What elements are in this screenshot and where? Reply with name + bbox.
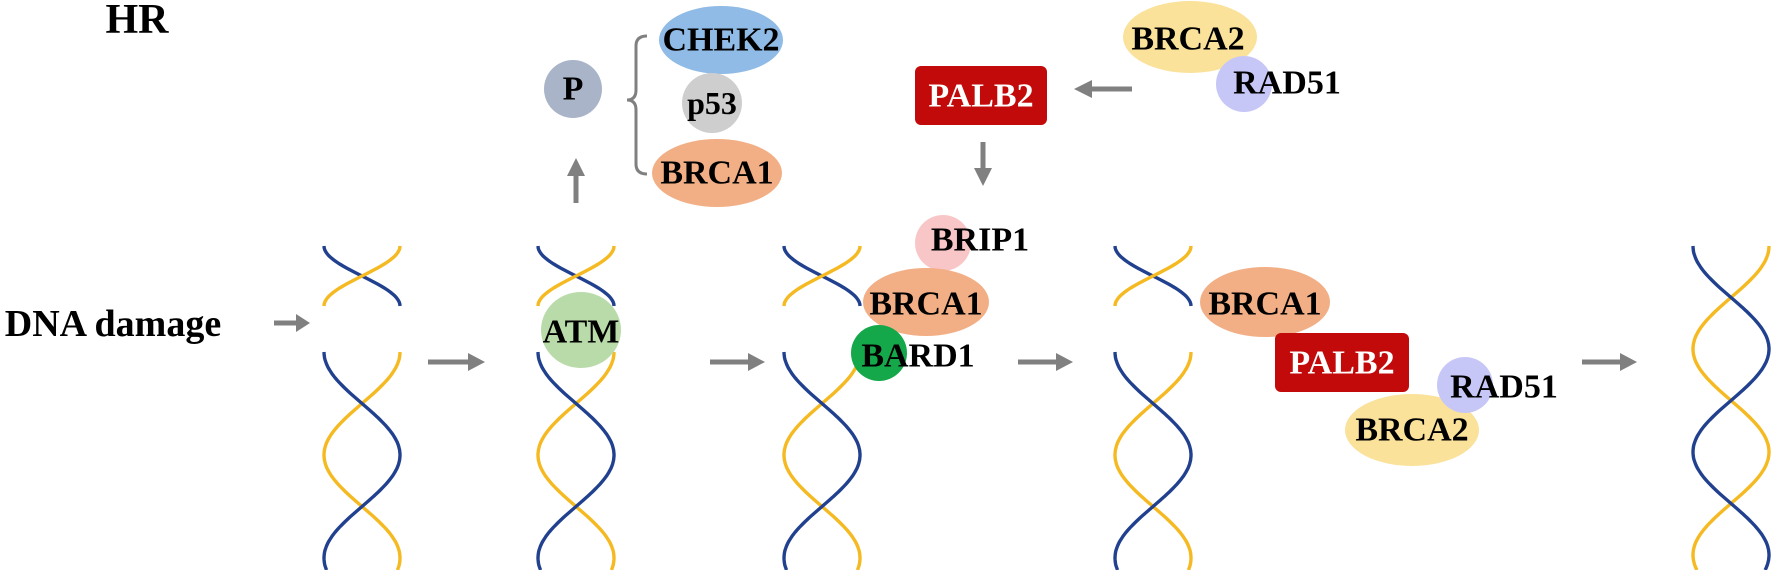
brca2-stage4-ellipse — [1345, 394, 1479, 466]
atm-label: ATM — [543, 314, 620, 351]
bard1-circle — [851, 325, 907, 381]
dna-strand-blue — [536, 351, 616, 570]
dna-strand-yellow — [536, 351, 616, 570]
brca1-substrate-label: BRCA1 — [660, 155, 773, 192]
arrow-stage1-to-stage2 — [428, 353, 485, 371]
palb2-stage4-label: PALB2 — [1289, 345, 1394, 382]
brca1-substrate-ellipse — [652, 139, 782, 207]
arrow-stage2-to-stage3 — [710, 353, 765, 371]
dna-helices — [322, 245, 1771, 570]
bard1-label: BARD1 — [861, 338, 974, 375]
brca1-stage4-label: BRCA1 — [1208, 286, 1321, 323]
brca1-stage3-ellipse — [863, 268, 989, 336]
dna-broken-top-3 — [782, 245, 862, 307]
arrow-stage4-to-stage5 — [1582, 353, 1637, 371]
dna-helix-repaired — [1691, 245, 1771, 570]
dna-strand-blue — [1113, 351, 1193, 570]
phospho-circle — [544, 60, 602, 118]
dna-helix-lower-4 — [1113, 351, 1193, 570]
dna-helix-lower-1 — [322, 351, 402, 570]
arrow-stage3-to-stage4 — [1018, 353, 1073, 371]
arrow-brca2-to-palb2 — [1074, 80, 1132, 98]
brca2-stage4-label: BRCA2 — [1355, 412, 1468, 449]
brca1-stage3-label: BRCA1 — [869, 286, 982, 323]
palb2-top-box — [915, 66, 1047, 125]
dna-strand-yellow — [782, 245, 862, 307]
brip1-circle — [915, 215, 971, 271]
dna-damage-label: DNA damage — [5, 303, 221, 345]
dna-strand-yellow — [1113, 351, 1193, 570]
brca2-top-label: BRCA2 — [1131, 21, 1244, 58]
rad51-top-circle — [1216, 56, 1272, 112]
dna-strand-blue — [782, 351, 862, 570]
dna-broken-top-4 — [1113, 245, 1193, 307]
dna-strand-blue — [322, 351, 402, 570]
brca2-top-ellipse — [1123, 1, 1257, 73]
p53-label: p53 — [687, 85, 737, 121]
diagram-title: HR — [106, 0, 170, 43]
rad51-stage4-circle — [1437, 357, 1493, 413]
brip1-label: BRIP1 — [931, 222, 1029, 259]
phospho-label: P — [563, 71, 584, 108]
arrow-damage-to-dna1 — [274, 314, 310, 332]
chek2-label: CHEK2 — [662, 22, 779, 59]
dna-broken-top-1 — [322, 245, 402, 307]
dna-helix-lower-2 — [536, 351, 616, 570]
dna-strand-yellow — [782, 351, 862, 570]
dna-strand-yellow — [322, 351, 402, 570]
dna-strand-yellow — [536, 245, 616, 307]
dna-strand-blue — [1691, 245, 1771, 570]
brca1-stage4-ellipse — [1200, 267, 1330, 337]
arrow-palb2-down — [974, 142, 992, 186]
dna-broken-top-2 — [536, 245, 616, 307]
rad51-stage4-label: RAD51 — [1450, 369, 1558, 406]
rad51-top-label: RAD51 — [1233, 65, 1341, 102]
palb2-top-label: PALB2 — [928, 78, 1033, 115]
dna-strand-yellow — [1691, 245, 1771, 570]
arrow-atm-up — [567, 158, 585, 203]
substrate-bracket — [626, 34, 648, 176]
dna-strand-yellow — [322, 245, 402, 307]
dna-strand-yellow — [1113, 245, 1193, 307]
dna-helix-lower-3 — [782, 351, 862, 570]
p53-circle — [682, 73, 742, 133]
palb2-stage4-box — [1275, 333, 1409, 392]
atm-ellipse — [541, 292, 621, 368]
chek2-ellipse — [659, 6, 783, 74]
